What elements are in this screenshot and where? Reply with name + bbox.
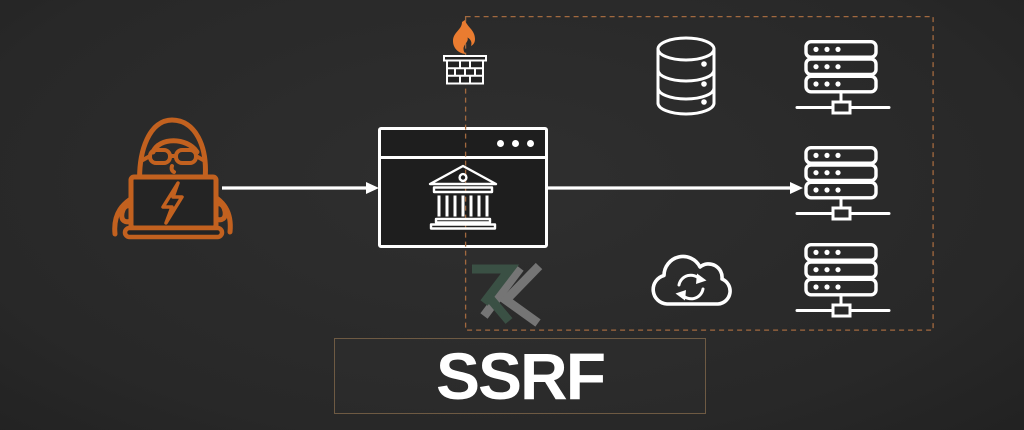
server-rack-icon-middle bbox=[795, 146, 891, 221]
bank-building-icon bbox=[428, 164, 498, 230]
firewall-flame-icon bbox=[453, 20, 475, 54]
firewall-brick-wall-icon bbox=[443, 55, 487, 85]
arrow-webapp-to-server bbox=[548, 182, 803, 194]
internal-network-boundary bbox=[464, 15, 934, 331]
server-rack-icon-bottom bbox=[795, 243, 891, 318]
server-rack-icon-top bbox=[795, 40, 891, 115]
ssrf-label-box: SSRF bbox=[334, 338, 706, 414]
browser-dot-icon bbox=[527, 139, 534, 147]
database-cylinder-icon bbox=[656, 36, 716, 116]
ssrf-label: SSRF bbox=[435, 339, 606, 413]
cloud-sync-icon bbox=[651, 254, 732, 306]
hacker-attacker-icon bbox=[112, 117, 233, 240]
browser-dot-icon bbox=[512, 139, 519, 147]
arrow-attacker-to-webapp bbox=[222, 182, 379, 194]
watermark-rk-logo bbox=[472, 262, 543, 327]
browser-titlebar bbox=[381, 130, 545, 159]
browser-dot-icon bbox=[497, 139, 504, 147]
